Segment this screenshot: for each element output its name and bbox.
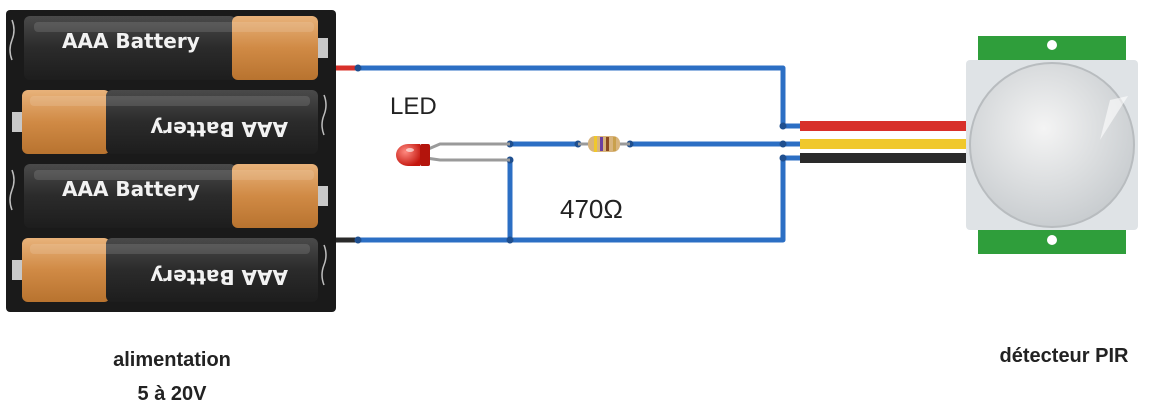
wire-positive bbox=[355, 65, 803, 129]
pir-wire-vcc bbox=[800, 121, 972, 131]
led-cathode-leg bbox=[425, 156, 510, 162]
led-anode-leg bbox=[425, 142, 510, 152]
battery-label: AAA Battery bbox=[150, 117, 288, 141]
power-caption-line2: 5 à 20V bbox=[138, 383, 208, 405]
battery-holder: AAA Battery AAA Battery AAA Battery AAA … bbox=[6, 10, 358, 312]
battery-cell-3: AAA Battery bbox=[24, 164, 328, 228]
pir-dome bbox=[969, 62, 1135, 228]
power-caption-line1: alimentation bbox=[113, 349, 231, 371]
led bbox=[396, 142, 510, 166]
battery-label: AAA Battery bbox=[150, 265, 288, 289]
battery-label: AAA Battery bbox=[62, 29, 200, 53]
resistor-label: 470Ω bbox=[560, 194, 623, 224]
wires bbox=[355, 65, 803, 243]
battery-cell-4: AAA Battery bbox=[12, 238, 318, 302]
pir-sensor bbox=[800, 36, 1138, 254]
wire-ground bbox=[355, 155, 803, 243]
pir-mount-hole-bottom bbox=[1047, 235, 1057, 245]
led-label: LED bbox=[390, 93, 437, 120]
resistor bbox=[578, 136, 630, 152]
pir-wire-gnd bbox=[800, 153, 972, 163]
battery-label: AAA Battery bbox=[62, 177, 200, 201]
battery-cell-1: AAA Battery bbox=[24, 16, 328, 80]
pir-mount-hole-top bbox=[1047, 40, 1057, 50]
pir-caption: détecteur PIR bbox=[1000, 345, 1129, 367]
battery-cell-2: AAA Battery bbox=[12, 90, 318, 154]
pir-wire-out bbox=[800, 139, 972, 149]
